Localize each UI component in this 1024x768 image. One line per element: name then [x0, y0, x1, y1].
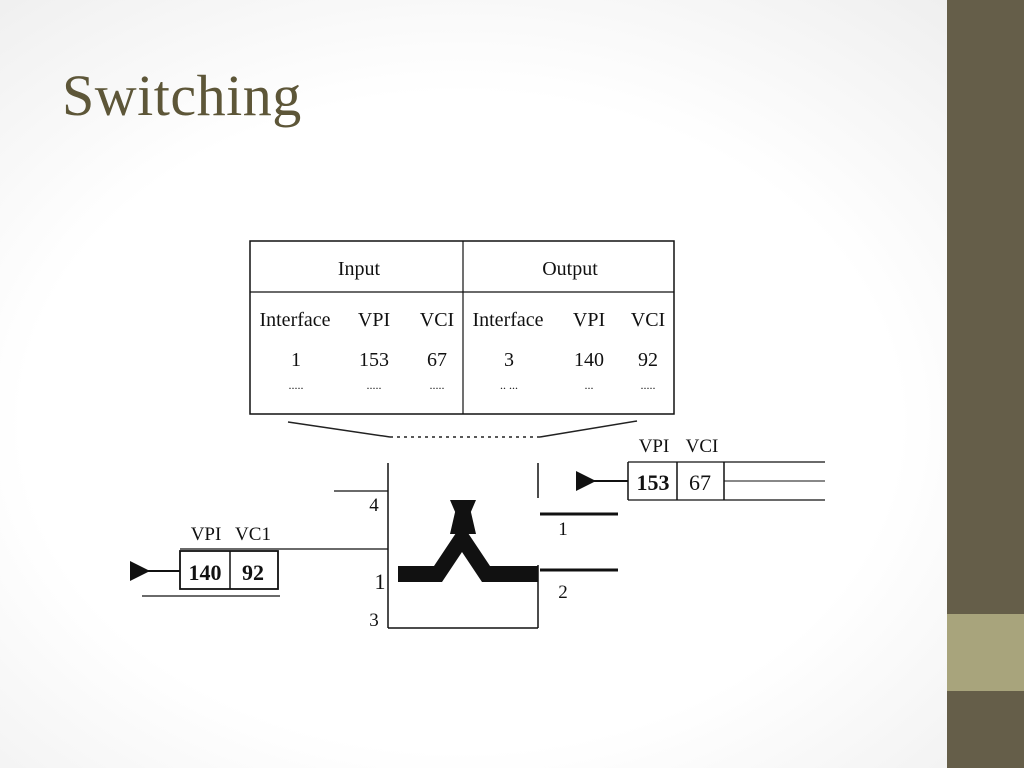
outgoing-vci-value: 92	[242, 560, 264, 585]
table-cell-input-interface: 1	[291, 349, 301, 371]
table-col-input-vci: VCI	[420, 309, 454, 331]
table-ellipsis-4: .. ...	[500, 378, 518, 392]
switching-diagram: Input Output Interface VPI VCI Interface…	[130, 240, 825, 631]
outgoing-vpi-label: VPI	[191, 524, 222, 545]
incoming-vpi-value: 153	[637, 470, 670, 495]
port-label-1-left: 1	[375, 569, 386, 594]
table-col-output-vci: VCI	[631, 309, 665, 331]
table-ellipsis-2: .....	[367, 378, 382, 392]
table-cell-input-vpi: 153	[359, 349, 389, 371]
table-border	[249, 240, 675, 415]
incoming-vci-label: VCI	[686, 436, 719, 457]
incoming-vci-value: 67	[689, 470, 711, 495]
port-label-3: 3	[369, 610, 379, 631]
port-label-4: 4	[369, 495, 379, 516]
table-to-switch-connector	[287, 420, 638, 438]
table-input-header: Input	[338, 258, 381, 280]
table-ellipsis-1: .....	[289, 378, 304, 392]
table-ellipsis-6: .....	[641, 378, 656, 392]
switch-box: 4 1 3 1 2	[334, 463, 618, 631]
incoming-vpi-label: VPI	[639, 436, 670, 457]
slide-title: Switching	[62, 63, 302, 128]
table-ellipsis-5: ...	[585, 378, 594, 392]
table-cell-output-vci: 92	[638, 349, 658, 371]
table-output-header: Output	[542, 258, 598, 280]
table-cell-output-vpi: 140	[574, 349, 604, 371]
outgoing-vpi-value: 140	[189, 560, 222, 585]
table-col-output-vpi: VPI	[573, 309, 605, 331]
table-col-output-interface: Interface	[472, 309, 543, 331]
switch-fabric-symbol	[398, 524, 538, 582]
outgoing-vci-label: VC1	[235, 524, 271, 545]
port-label-2: 2	[558, 582, 568, 603]
incoming-cell: VPI VCI 153 67	[576, 436, 825, 501]
outgoing-cell: VPI VC1 140 92	[130, 524, 388, 597]
table-col-input-interface: Interface	[259, 309, 330, 331]
table-col-input-vpi: VPI	[358, 309, 390, 331]
table-ellipsis-3: .....	[430, 378, 445, 392]
table-cell-output-interface: 3	[504, 349, 514, 371]
sidebar-accent-block	[947, 614, 1024, 691]
translation-table: Input Output Interface VPI VCI Interface…	[249, 240, 675, 415]
port-label-1-right: 1	[558, 519, 568, 540]
table-cell-input-vci: 67	[427, 349, 447, 371]
